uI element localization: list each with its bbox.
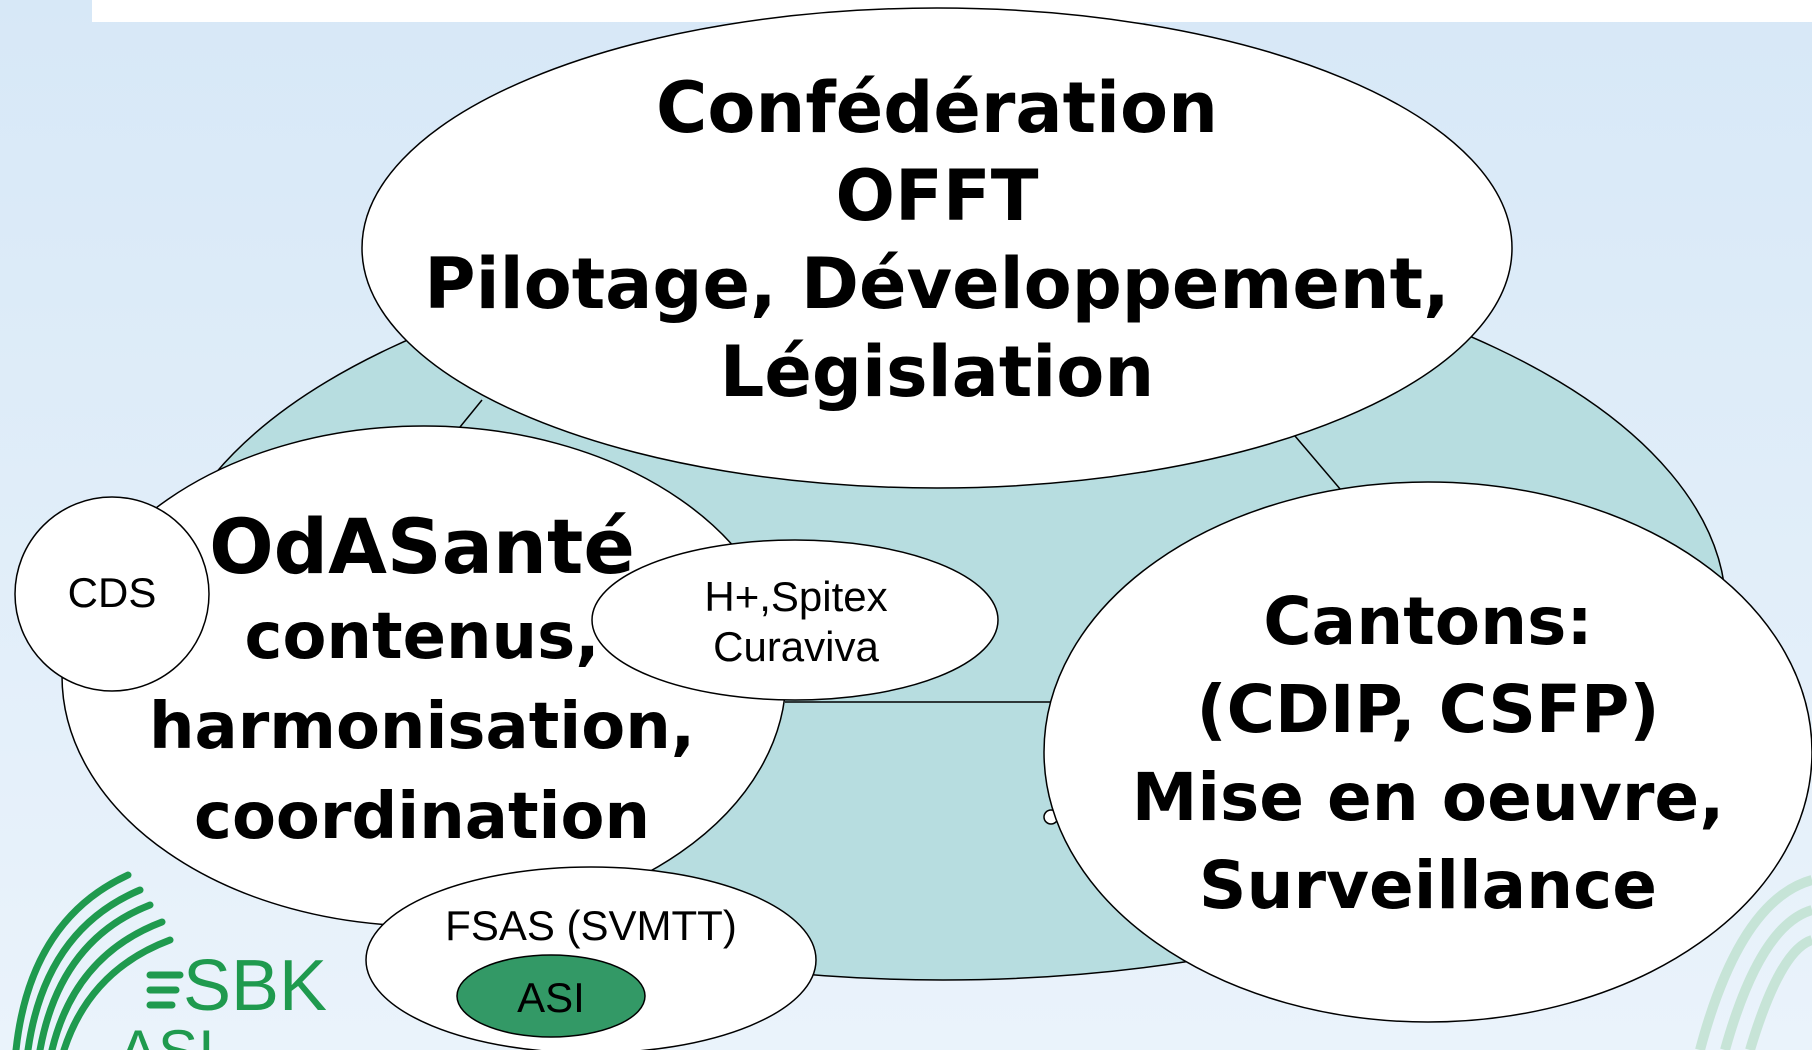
logo-text-sbk: SBK bbox=[183, 946, 328, 1026]
confederation-ellipse bbox=[361, 7, 1513, 489]
cantons-label: Cantons: (CDIP, CSFP) Mise en oeuvre, Su… bbox=[1132, 578, 1725, 930]
cantons-title: Cantons: bbox=[1263, 583, 1593, 660]
cantons-role-1: Mise en oeuvre, bbox=[1131, 759, 1725, 836]
cds-ellipse bbox=[14, 496, 210, 692]
confederation-title: Confédération bbox=[656, 67, 1218, 149]
hplus-line-2: Curaviva bbox=[713, 623, 879, 670]
confederation-office: OFFT bbox=[835, 155, 1039, 237]
cantons-role-2: Surveillance bbox=[1198, 847, 1658, 924]
confederation-label: Confédération OFFT Pilotage, Développeme… bbox=[424, 64, 1449, 416]
fsas-label: FSAS (SVMTT) bbox=[445, 902, 737, 949]
odasante-role-1: contenus, bbox=[244, 600, 600, 674]
cantons-ellipse bbox=[1043, 481, 1812, 1023]
hplus-line-1: H+,Spitex bbox=[704, 573, 888, 620]
hplus-label: H+,Spitex Curaviva bbox=[704, 572, 887, 672]
odasante-role-2: harmonisation, bbox=[148, 690, 696, 764]
cds-label: CDS bbox=[67, 569, 157, 616]
cantons-members: (CDIP, CSFP) bbox=[1196, 671, 1660, 748]
confederation-role-2: Législation bbox=[719, 331, 1155, 413]
odasante-label: OdASanté contenus, harmonisation, coordi… bbox=[149, 502, 695, 862]
asi-ellipse bbox=[456, 954, 646, 1038]
sbk-logo-icon bbox=[12, 871, 184, 1050]
asi-label: ASI bbox=[517, 974, 585, 1021]
hplus-ellipse bbox=[591, 539, 999, 701]
confederation-role-1: Pilotage, Développement, bbox=[424, 243, 1450, 325]
odasante-title: OdASanté bbox=[209, 502, 635, 591]
logo-text-asi: ASI bbox=[118, 1022, 215, 1050]
odasante-role-3: coordination bbox=[194, 780, 650, 854]
decorative-arcs bbox=[1695, 875, 1812, 1050]
